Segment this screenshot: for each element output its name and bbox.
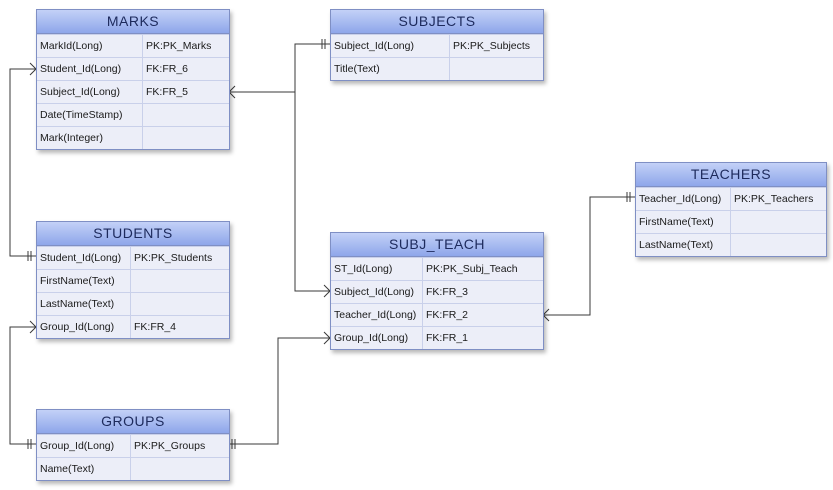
table-groups[interactable]: GROUPS Group_Id(Long) PK:PK_Groups Name(… (36, 409, 230, 481)
table-students[interactable]: STUDENTS Student_Id(Long) PK:PK_Students… (36, 221, 230, 339)
table-title: SUBJ_TEACH (331, 233, 543, 257)
table-subj-teach[interactable]: SUBJ_TEACH ST_Id(Long) PK:PK_Subj_Teach … (330, 232, 544, 350)
table-marks[interactable]: MARKS MarkId(Long) PK:PK_Marks Student_I… (36, 9, 230, 150)
table-row[interactable]: Group_Id(Long) FK:FR_1 (331, 326, 543, 349)
table-row[interactable]: Title(Text) (331, 57, 543, 80)
table-title: TEACHERS (636, 163, 826, 187)
field-name: Student_Id(Long) (37, 58, 143, 80)
table-row[interactable]: Teacher_Id(Long) FK:FR_2 (331, 303, 543, 326)
table-row[interactable]: Group_Id(Long) FK:FR_4 (37, 315, 229, 338)
connector-students-marks[interactable] (9, 68, 36, 257)
key-constraint (131, 293, 134, 315)
field-name: Date(TimeStamp) (37, 104, 143, 126)
key-constraint: PK:PK_Groups (134, 440, 206, 452)
table-row[interactable]: Subject_Id(Long) FK:FR_5 (37, 80, 229, 103)
table-row[interactable]: Student_Id(Long) PK:PK_Students (37, 246, 229, 269)
key-constraint: PK:PK_Subjects (453, 40, 531, 52)
field-name: Subject_Id(Long) (37, 81, 143, 103)
field-name: Title(Text) (331, 58, 450, 80)
key-constraint (731, 211, 734, 233)
table-title: GROUPS (37, 410, 229, 434)
table-row[interactable]: Date(TimeStamp) (37, 103, 229, 126)
key-constraint (131, 270, 134, 292)
field-name: Student_Id(Long) (37, 247, 131, 269)
field-name: LastName(Text) (636, 234, 731, 256)
field-name: Group_Id(Long) (331, 327, 423, 349)
key-constraint: PK:PK_Students (134, 252, 213, 264)
table-row[interactable]: Mark(Integer) (37, 126, 229, 149)
key-constraint (731, 234, 734, 256)
table-row[interactable]: LastName(Text) (636, 233, 826, 256)
key-constraint: FK:FR_5 (146, 86, 189, 98)
table-row[interactable]: LastName(Text) (37, 292, 229, 315)
one-bar-groups-left (27, 439, 32, 449)
field-name: Group_Id(Long) (37, 435, 131, 457)
table-row[interactable]: Student_Id(Long) FK:FR_6 (37, 57, 229, 80)
one-bar-teachers (626, 192, 631, 202)
table-title: STUDENTS (37, 222, 229, 246)
field-name: Mark(Integer) (37, 127, 143, 149)
crowfoot-marks-subject (228, 85, 236, 99)
table-row[interactable]: Group_Id(Long) PK:PK_Groups (37, 434, 229, 457)
table-row[interactable]: Subject_Id(Long) FK:FR_3 (331, 280, 543, 303)
table-row[interactable]: Teacher_Id(Long) PK:PK_Teachers (636, 187, 826, 210)
key-constraint: FK:FR_1 (426, 332, 469, 344)
key-constraint: PK:PK_Marks (146, 40, 212, 52)
crowfoot-subjteach-group (323, 331, 331, 345)
table-row[interactable]: Name(Text) (37, 457, 229, 480)
one-bar-students (27, 251, 32, 261)
one-bar-subjects (321, 39, 326, 49)
crowfoot-students-group (29, 320, 37, 334)
connector-teachers-subjteach[interactable] (543, 196, 635, 316)
field-name: FirstName(Text) (37, 270, 131, 292)
field-name: MarkId(Long) (37, 35, 143, 57)
key-constraint: FK:FR_4 (134, 321, 177, 333)
one-bar-groups-right (231, 439, 236, 449)
table-row[interactable]: FirstName(Text) (636, 210, 826, 233)
field-name: Name(Text) (37, 458, 131, 480)
field-name: LastName(Text) (37, 293, 131, 315)
crowfoot-subjteach-subject (323, 284, 331, 298)
field-name: Group_Id(Long) (37, 316, 131, 338)
table-row[interactable]: FirstName(Text) (37, 269, 229, 292)
field-name: Subject_Id(Long) (331, 35, 450, 57)
table-row[interactable]: ST_Id(Long) PK:PK_Subj_Teach (331, 257, 543, 280)
table-title: SUBJECTS (331, 10, 543, 34)
key-constraint (143, 127, 146, 149)
field-name: FirstName(Text) (636, 211, 731, 233)
field-name: Teacher_Id(Long) (636, 188, 731, 210)
key-constraint (131, 458, 134, 480)
connector-groups-subjteach[interactable] (229, 337, 330, 445)
field-name: ST_Id(Long) (331, 258, 423, 280)
crowfoot-subjteach-teacher (542, 308, 550, 322)
key-constraint (143, 104, 146, 126)
crowfoot-marks-student (29, 62, 37, 76)
field-name: Teacher_Id(Long) (331, 304, 423, 326)
field-name: Subject_Id(Long) (331, 281, 423, 303)
connector-groups-students[interactable] (9, 326, 36, 445)
table-title: MARKS (37, 10, 229, 34)
connector-subjects-subjteach[interactable] (294, 92, 330, 292)
table-row[interactable]: MarkId(Long) PK:PK_Marks (37, 34, 229, 57)
table-subjects[interactable]: SUBJECTS Subject_Id(Long) PK:PK_Subjects… (330, 9, 544, 81)
key-constraint: PK:PK_Subj_Teach (426, 263, 518, 275)
key-constraint (450, 58, 453, 80)
table-teachers[interactable]: TEACHERS Teacher_Id(Long) PK:PK_Teachers… (635, 162, 827, 257)
table-row[interactable]: Subject_Id(Long) PK:PK_Subjects (331, 34, 543, 57)
key-constraint: FK:FR_2 (426, 309, 469, 321)
key-constraint: FK:FR_6 (146, 63, 189, 75)
key-constraint: FK:FR_3 (426, 286, 469, 298)
key-constraint: PK:PK_Teachers (734, 193, 814, 205)
connector-marks-subjects[interactable] (229, 43, 330, 93)
